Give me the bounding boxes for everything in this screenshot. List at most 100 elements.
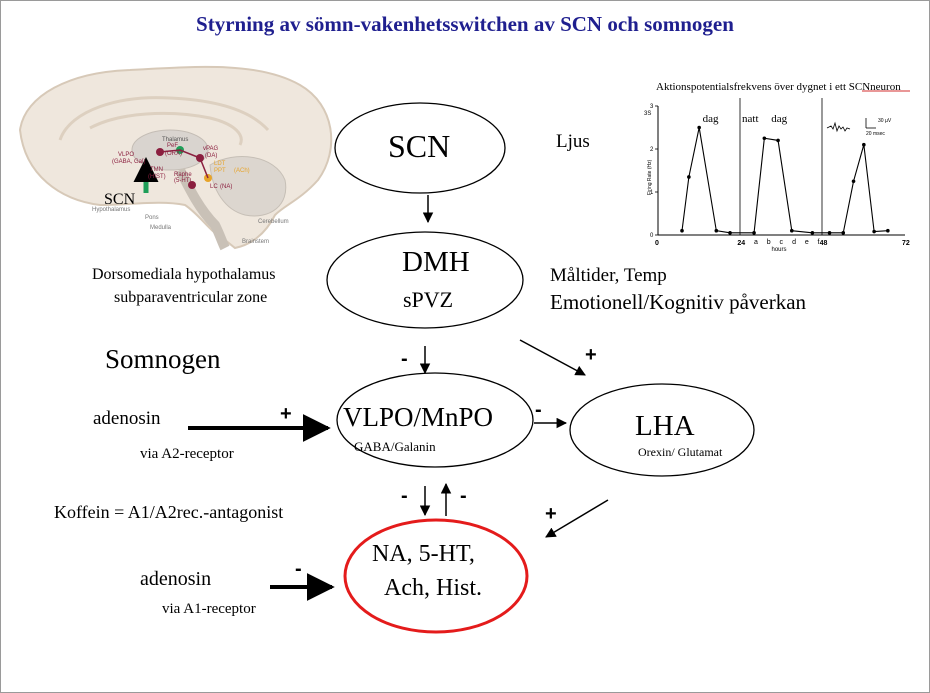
data-point-5	[752, 231, 756, 235]
series-line-0	[681, 127, 888, 234]
chart-background	[640, 72, 912, 250]
arrow-dmh-lha	[519, 339, 586, 376]
slide-title: Styrning av sömn-vakenhetsswitchen av SC…	[196, 12, 734, 36]
label-thalamus: Thalamus	[162, 137, 188, 143]
dmh-ellipse	[326, 231, 524, 329]
x-tick-label-0: 0	[655, 240, 659, 247]
label-vlpo: VLPO	[118, 152, 134, 158]
data-point-13	[862, 142, 866, 147]
data-point-0	[680, 228, 684, 233]
label-emotionell: Emotionell/Kognitiv påverkan	[550, 290, 807, 314]
inset-trace	[826, 121, 851, 133]
data-point-6	[762, 136, 767, 141]
label-vpag: vPAG	[203, 146, 219, 152]
phase-letter-c: c	[779, 239, 783, 246]
data-point-7	[776, 138, 780, 143]
phase-letter-d: d	[792, 239, 796, 246]
label-koffein: Koffein = A1/A2rec.-antagonist	[54, 502, 284, 522]
phase-letter-f: f	[818, 239, 820, 246]
brain-illustration	[18, 65, 333, 251]
label-raphe: Raphe	[174, 172, 192, 178]
node-spvz: sPVZ	[403, 287, 454, 312]
neurotransmitter-ellipse	[343, 518, 529, 634]
sign-vlpo-lha: -	[535, 399, 542, 421]
phase-letter-e: e	[805, 239, 809, 246]
brain-structure-labels: Thalamus Hypothalamus Pons Medulla Cereb…	[92, 137, 289, 245]
inset-label-msec: 20 msec	[866, 131, 885, 137]
firing-rate-chart: Aktionspotentialsfrekvens över dygnet i …	[640, 72, 912, 253]
node-lha-sub: Orexin/ Glutamat	[638, 445, 723, 459]
label-via-a2: via A2-receptor	[140, 446, 234, 462]
node-lha: LHA	[635, 410, 695, 442]
inset-label-uv: 30 µV	[878, 118, 892, 124]
data-point-1	[687, 175, 691, 179]
label-somnogen: Somnogen	[105, 344, 221, 374]
data-point-10	[827, 231, 832, 235]
data-point-12	[851, 179, 856, 184]
label-pef: PeF	[167, 143, 178, 149]
x-tick-label-72: 72	[902, 240, 910, 247]
label-via-a1: via A1-receptor	[162, 601, 256, 617]
label-medulla: Medulla	[150, 225, 172, 231]
label-pons: Pons	[145, 215, 159, 221]
sign-adenosin-a1: -	[295, 558, 302, 580]
label-ldt: LDT	[214, 161, 226, 167]
lha-ellipse	[569, 383, 755, 477]
x-tick-label-48: 48	[820, 240, 828, 247]
data-point-9	[810, 231, 815, 235]
data-point-3	[714, 228, 719, 233]
node-na-line2: Ach, Hist.	[384, 575, 482, 601]
sign-dmh-vlpo: -	[401, 348, 408, 370]
label-hist: (HIST)	[148, 174, 166, 180]
vlpo-ellipse	[336, 372, 534, 468]
node-vlpo-sub: GABA/Galanin	[354, 439, 436, 454]
arrow-lha-na	[545, 499, 609, 538]
data-point-8	[789, 228, 794, 233]
sign-labels: - + + - - - + -	[280, 344, 597, 580]
y-tick-label-0: 0	[650, 233, 654, 239]
sign-vlpo-na: -	[401, 485, 408, 507]
data-point-14	[872, 229, 876, 234]
y-tick-label-2: 2	[650, 147, 654, 153]
label-ppt: PPT	[214, 168, 226, 174]
sign-na-vlpo: -	[460, 485, 467, 507]
annotation-1: natt	[742, 113, 759, 125]
node-vlpo: VLPO/MnPO	[343, 402, 494, 432]
sign-lha-na: +	[545, 503, 557, 525]
label-5ht: (5-HT)	[174, 178, 191, 184]
y-tick-label-1: 1	[650, 190, 654, 196]
label-ljus: Ljus	[556, 131, 590, 152]
label-subparaventricular: subparaventricular zone	[114, 289, 268, 306]
sign-adenosin-a2: +	[280, 403, 292, 425]
chart-title: Aktionspotentialsfrekvens över dygnet i …	[656, 81, 901, 93]
data-point-4	[728, 231, 732, 235]
data-point-2	[697, 125, 701, 130]
label-maltider: Måltider, Temp	[550, 265, 667, 286]
phase-letter-a: a	[754, 239, 758, 246]
label-brainstem: Brainstem	[242, 239, 269, 245]
y-tick-label-3: 3	[650, 104, 654, 110]
x-tick-label-24: 24	[737, 240, 745, 247]
label-tmn: TMN	[150, 167, 163, 173]
label-cerebellum: Cerebellum	[258, 219, 289, 225]
label-orx: (ORX)	[165, 151, 182, 157]
brain-scn-label: SCN	[104, 191, 136, 208]
node-scn: SCN	[388, 128, 451, 164]
label-ach: (ACh)	[234, 168, 250, 174]
x-axis-label: hours	[772, 247, 787, 253]
label-adenosin-a1: adenosin	[140, 568, 212, 590]
annotation-2: dag	[771, 113, 787, 125]
chart-corner-label: 3S	[644, 111, 651, 117]
label-lc: LC	[210, 184, 218, 190]
phase-letter-b: b	[767, 239, 771, 246]
annotation-0: dag	[703, 113, 719, 125]
data-point-11	[841, 231, 846, 235]
label-adenosin-a2: adenosin	[93, 408, 161, 429]
label-hypothalamus: Hypothalamus	[92, 207, 130, 213]
node-dmh: DMH	[402, 246, 470, 278]
label-na: (NA)	[220, 184, 232, 190]
scn-ellipse	[334, 102, 506, 194]
data-point-15	[886, 228, 890, 233]
node-na-line1: NA, 5-HT,	[372, 541, 475, 567]
